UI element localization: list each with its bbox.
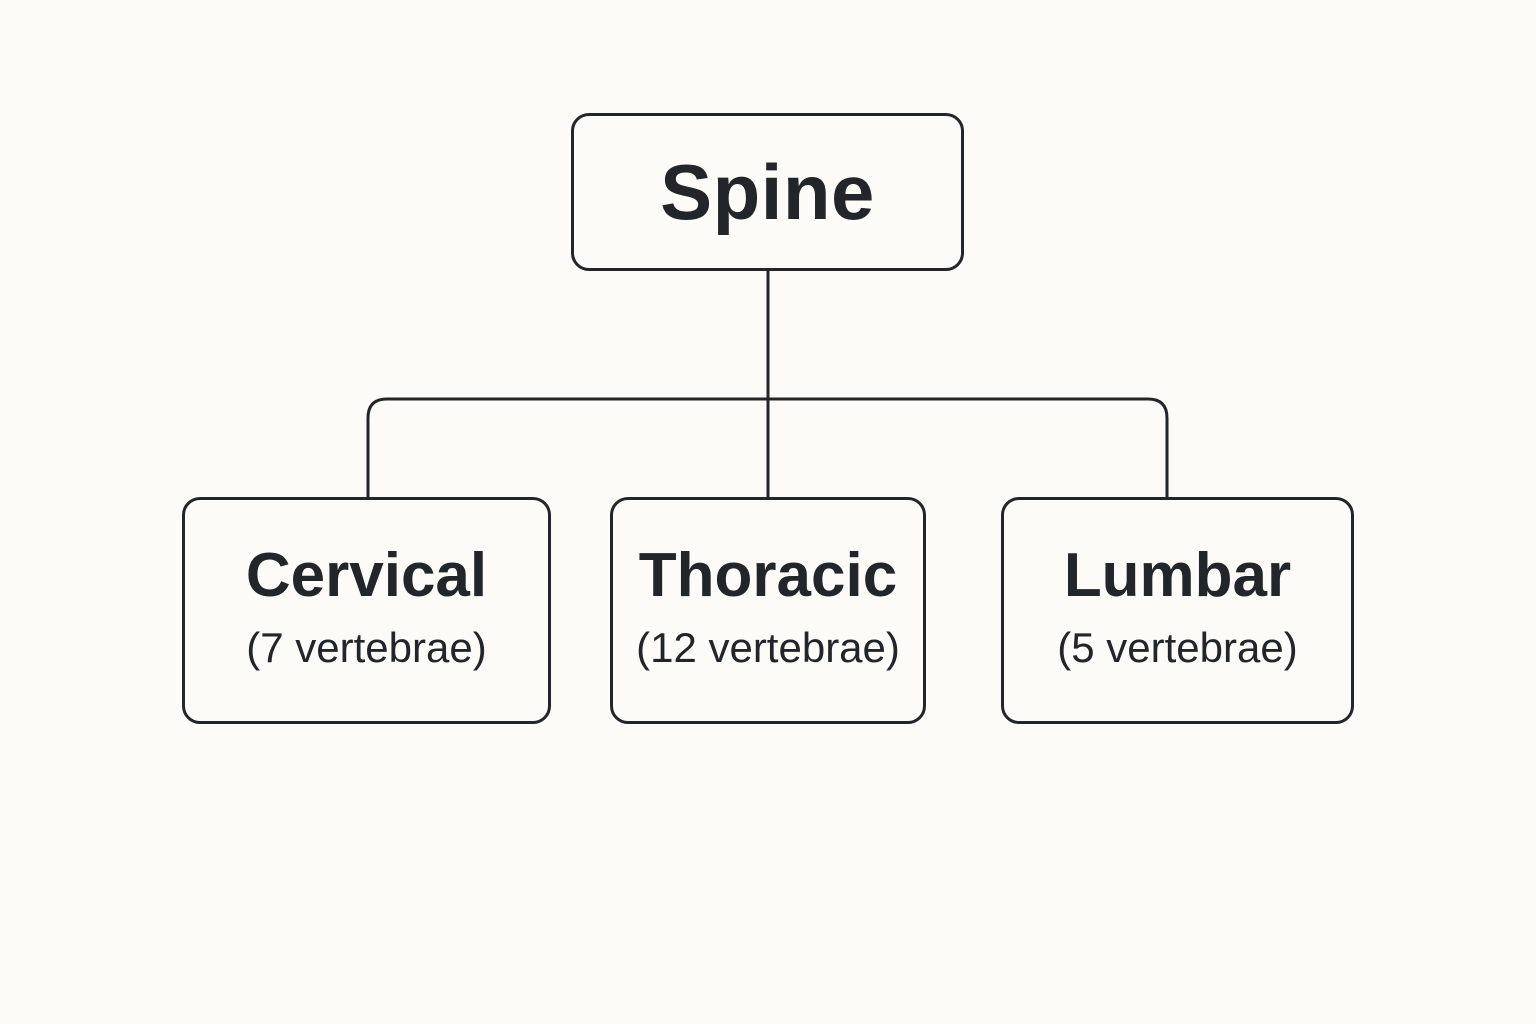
node-cervical: Cervical (7 vertebrae) xyxy=(182,497,551,724)
connector-horizontal-bar xyxy=(366,397,1169,497)
node-lumbar-title: Lumbar xyxy=(1063,540,1292,610)
node-thoracic-subtitle: (12 vertebrae) xyxy=(636,623,900,671)
node-thoracic: Thoracic (12 vertebrae) xyxy=(610,497,926,724)
node-lumbar-subtitle: (5 vertebrae) xyxy=(1057,623,1298,671)
node-lumbar: Lumbar (5 vertebrae) xyxy=(1001,497,1354,724)
node-thoracic-title: Thoracic xyxy=(638,540,898,610)
node-spine: Spine xyxy=(571,113,964,271)
node-spine-label: Spine xyxy=(660,148,875,236)
node-cervical-subtitle: (7 vertebrae) xyxy=(246,623,487,671)
node-cervical-title: Cervical xyxy=(245,540,488,610)
